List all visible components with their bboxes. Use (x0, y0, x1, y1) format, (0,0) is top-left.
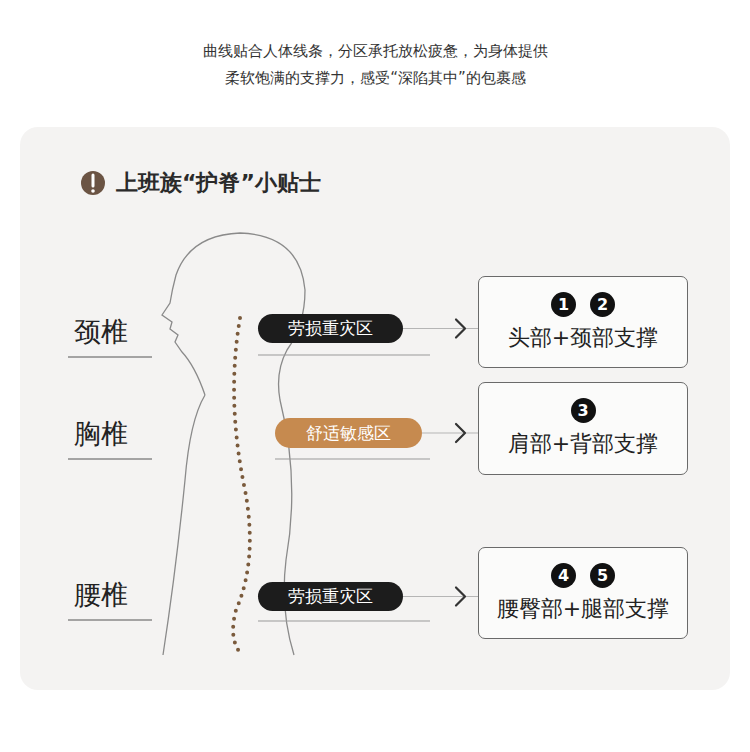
spine-section-label: 颈椎 (74, 314, 128, 350)
spine-section-label: 腰椎 (74, 577, 128, 613)
underlines (68, 355, 430, 621)
title-text: 上班族“护脊”小贴士 (116, 168, 321, 198)
zone-pill: 舒适敏感区 (275, 418, 422, 448)
support-text: 腰臀部+腿部支撑 (497, 594, 669, 624)
callout-number: 2 (590, 292, 615, 317)
support-text: 肩部+背部支撑 (508, 429, 658, 459)
zone-label: 劳损重灾区 (288, 588, 373, 605)
chevron-connector (403, 328, 478, 329)
support-box: 12 头部+颈部支撑 (478, 276, 688, 368)
zone-pill: 劳损重灾区 (258, 314, 403, 343)
callout-number: 1 (551, 292, 576, 317)
support-text: 头部+颈部支撑 (508, 323, 658, 353)
intro-paragraph: 曲线贴合人体线条，分区承托放松疲惫，为身体提供 柔软饱满的支撑力，感受“深陷其中… (198, 38, 553, 92)
zone-pill: 劳损重灾区 (258, 582, 403, 611)
zone-label: 劳损重灾区 (288, 320, 373, 337)
chevron-connector (403, 596, 478, 597)
support-box: 3 肩部+背部支撑 (478, 382, 688, 475)
chevron-connector (422, 433, 478, 434)
callout-number: 5 (590, 563, 615, 588)
spine-section-label: 胸椎 (74, 416, 128, 452)
support-box: 45 腰臀部+腿部支撑 (478, 547, 688, 639)
callout-number: 3 (571, 398, 596, 423)
callout-row: 12 (551, 292, 615, 317)
zone-label: 舒适敏感区 (306, 425, 391, 442)
spine-dots (233, 318, 250, 655)
panel-background (20, 127, 730, 690)
warning-icon (81, 171, 105, 195)
callout-row: 3 (571, 398, 596, 423)
callout-row: 45 (551, 563, 615, 588)
callout-number: 4 (551, 563, 576, 588)
